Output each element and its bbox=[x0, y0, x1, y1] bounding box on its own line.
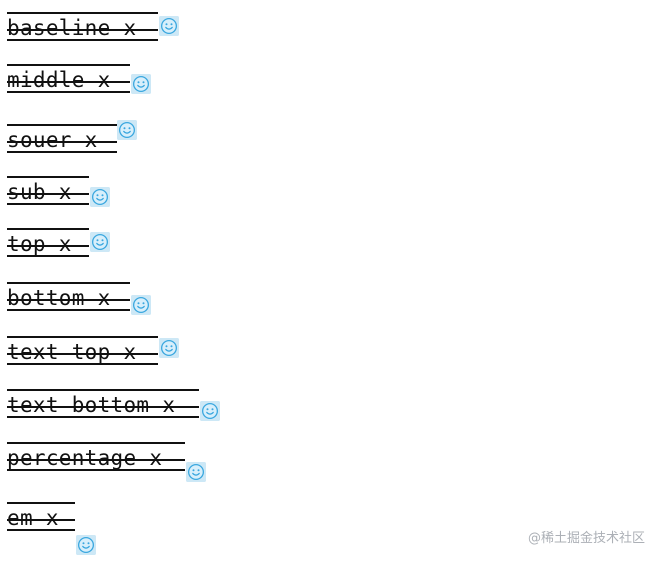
strike-line bbox=[7, 519, 75, 521]
smiley-face-icon bbox=[76, 535, 96, 555]
over-line bbox=[7, 64, 130, 66]
strike-line bbox=[7, 459, 185, 461]
over-line bbox=[7, 176, 89, 178]
row-baseline: baseline x bbox=[7, 10, 187, 50]
under-line bbox=[7, 203, 89, 205]
under-line bbox=[7, 255, 89, 257]
watermark: @稀土掘金技术社区 bbox=[527, 531, 645, 546]
strike-line bbox=[7, 299, 130, 301]
strike-line bbox=[7, 406, 199, 408]
smiley-face-icon bbox=[90, 187, 110, 207]
strike-line bbox=[7, 245, 89, 247]
smiley-face-icon bbox=[117, 120, 137, 140]
under-line bbox=[7, 363, 158, 365]
smiley-face-icon bbox=[200, 401, 220, 421]
over-line bbox=[7, 282, 130, 284]
over-line bbox=[7, 124, 117, 126]
under-line bbox=[7, 416, 199, 418]
row-top: top x bbox=[7, 226, 127, 266]
strike-line bbox=[7, 141, 117, 143]
row-souer: souer x bbox=[7, 115, 147, 155]
row-text-top: text top x bbox=[7, 334, 187, 374]
row-label: percentage x bbox=[7, 446, 176, 470]
over-line bbox=[7, 502, 75, 504]
under-line bbox=[7, 91, 130, 93]
row-label: sub x bbox=[7, 180, 85, 204]
smiley-face-icon bbox=[159, 16, 179, 36]
smiley-face-icon bbox=[159, 338, 179, 358]
under-line bbox=[7, 309, 130, 311]
over-line bbox=[7, 389, 199, 391]
row-text-bottom: text bottom x bbox=[7, 387, 227, 427]
strike-line bbox=[7, 81, 130, 83]
smiley-face-icon bbox=[131, 74, 151, 94]
row-sub: sub x bbox=[7, 174, 127, 214]
row-label: souer x bbox=[7, 128, 111, 152]
row-label: top x bbox=[7, 232, 85, 256]
smiley-face-icon bbox=[90, 232, 110, 252]
over-line bbox=[7, 442, 185, 444]
strike-line bbox=[7, 29, 158, 31]
under-line bbox=[7, 469, 185, 471]
over-line bbox=[7, 336, 158, 338]
smiley-face-icon bbox=[186, 462, 206, 482]
row-middle: middle x bbox=[7, 62, 157, 102]
smiley-face-icon bbox=[131, 295, 151, 315]
row-percentage: percentage x bbox=[7, 440, 217, 482]
row-label: bottom x bbox=[7, 286, 124, 310]
row-label: em x bbox=[7, 506, 72, 530]
row-label: text bottom x bbox=[7, 393, 189, 417]
over-line bbox=[7, 228, 89, 230]
under-line bbox=[7, 529, 75, 531]
row-label: baseline x bbox=[7, 16, 150, 40]
over-line bbox=[7, 12, 158, 14]
strike-line bbox=[7, 353, 158, 355]
under-line bbox=[7, 39, 158, 41]
under-line bbox=[7, 151, 117, 153]
strike-line bbox=[7, 193, 89, 195]
row-label: middle x bbox=[7, 68, 124, 92]
row-em: em x bbox=[7, 500, 127, 560]
row-label: text top x bbox=[7, 340, 150, 364]
row-bottom: bottom x bbox=[7, 280, 157, 320]
